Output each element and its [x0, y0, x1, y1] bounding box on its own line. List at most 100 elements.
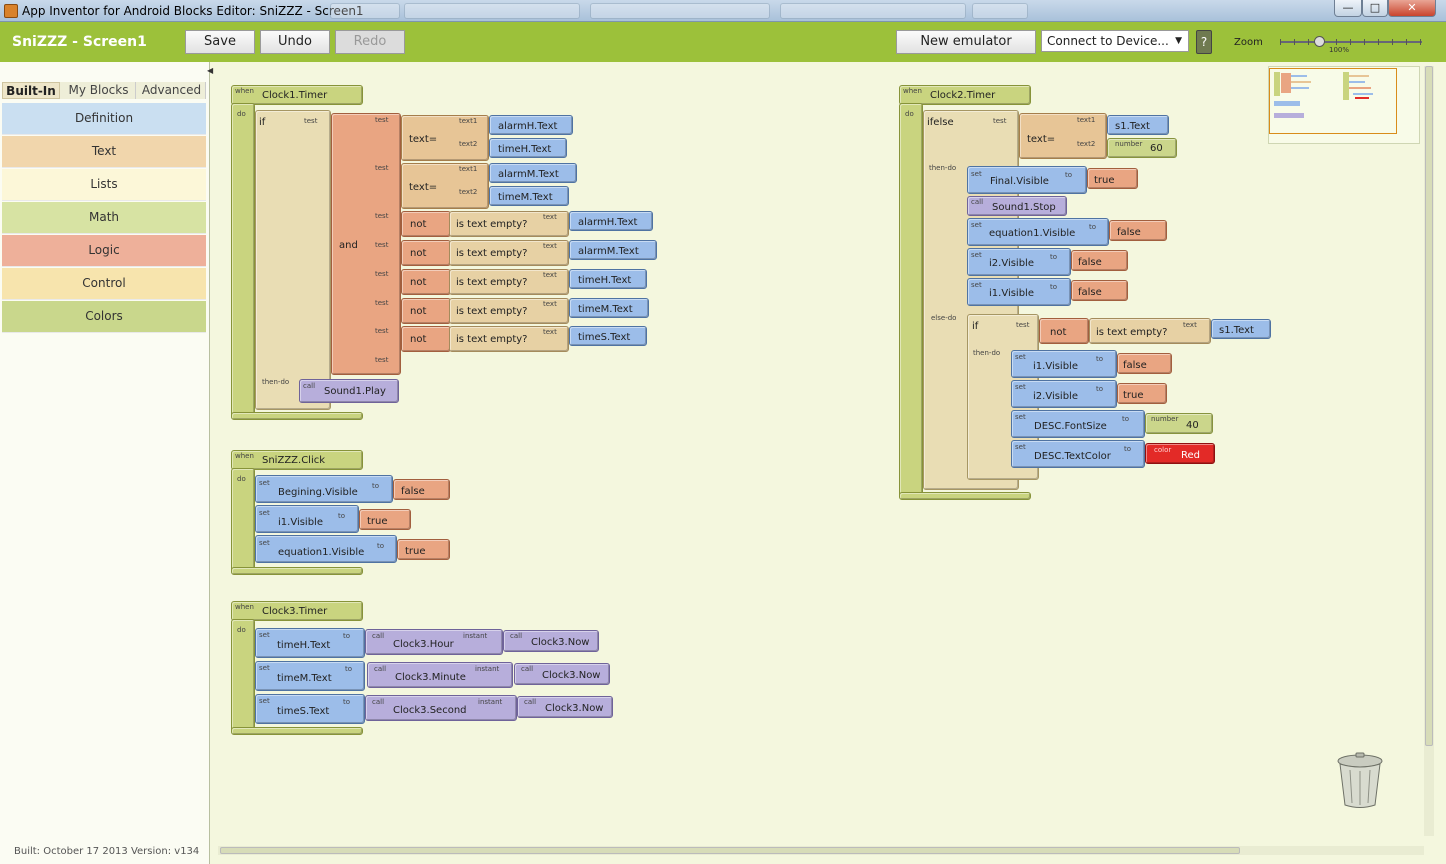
false-block[interactable] [1109, 220, 1167, 241]
text2-label: text2 [459, 188, 478, 196]
false-block[interactable] [1071, 280, 1128, 301]
true-block[interactable] [1117, 383, 1167, 404]
drawer-text[interactable]: Text [2, 136, 206, 168]
false-block[interactable] [1117, 353, 1172, 374]
text-compare-block[interactable] [401, 163, 489, 209]
text-compare-block[interactable] [401, 115, 489, 161]
help-button[interactable]: ? [1196, 30, 1212, 54]
clock3-now-call-block[interactable] [517, 696, 613, 718]
is-text-empty-block[interactable] [449, 298, 569, 324]
set-i1-visible-block[interactable] [255, 505, 359, 533]
to-label: to [343, 698, 351, 706]
timeM-text-getter[interactable] [489, 186, 569, 206]
save-button[interactable]: Save [185, 30, 255, 54]
timeH-text-getter[interactable] [489, 138, 567, 158]
clock2-timer-event-block[interactable] [899, 85, 1031, 105]
redo-button[interactable]: Redo [335, 30, 405, 54]
maximize-button[interactable]: □ [1362, 0, 1388, 17]
workspace-minimap[interactable] [1268, 66, 1420, 144]
sound1-stop-call-block[interactable] [967, 196, 1067, 216]
set-timeS-text-block[interactable] [255, 694, 365, 724]
alarmM-text-getter[interactable] [569, 240, 657, 260]
drawer-definition[interactable]: Definition [2, 103, 206, 135]
alarmM-text-getter[interactable] [489, 163, 577, 183]
true-block[interactable] [397, 539, 450, 560]
text-socket-label: text [1183, 321, 1197, 329]
set-desc-textcolor-block[interactable] [1011, 440, 1145, 468]
set-desc-fontsize-block[interactable] [1011, 410, 1145, 438]
timeH-text-getter[interactable] [569, 269, 647, 289]
color-red-block[interactable] [1145, 443, 1215, 464]
text-compare-label: text= [409, 134, 438, 145]
set-timeH-text-block[interactable] [255, 628, 365, 658]
set-timeM-text-block[interactable] [255, 661, 365, 691]
true-block[interactable] [359, 509, 411, 530]
drawer-logic[interactable]: Logic [2, 235, 206, 267]
clock1-timer-event-block[interactable] [231, 85, 363, 105]
tab-built-in[interactable]: Built-In [2, 82, 60, 99]
clock3-hour-call-block[interactable] [365, 629, 503, 655]
set-i2-visible-block[interactable] [1011, 380, 1117, 408]
set-i1-visible-block[interactable] [967, 278, 1071, 306]
vertical-scrollbar[interactable] [1424, 66, 1434, 836]
number-40-block[interactable] [1145, 413, 1213, 434]
is-text-empty-block[interactable] [449, 326, 569, 352]
tab-advanced[interactable]: Advanced [138, 82, 206, 99]
not-block[interactable] [401, 326, 451, 352]
alarmH-text-getter[interactable] [569, 211, 653, 231]
is-text-empty-block[interactable] [449, 269, 569, 295]
clock3-timer-event-block[interactable] [231, 601, 363, 621]
drawer-lists[interactable]: Lists [2, 169, 206, 201]
false-block[interactable] [393, 479, 450, 500]
set-equation1-visible-block[interactable] [967, 218, 1109, 246]
undo-button[interactable]: Undo [260, 30, 330, 54]
drawer-control[interactable]: Control [2, 268, 206, 300]
tab-my-blocks[interactable]: My Blocks [62, 82, 136, 99]
not-block[interactable] [401, 269, 451, 295]
not-block[interactable] [401, 298, 451, 324]
drawer-math[interactable]: Math [2, 202, 206, 234]
clock3-now-call-block[interactable] [514, 663, 610, 685]
is-text-empty-block[interactable] [1089, 318, 1211, 344]
vertical-scrollbar-thumb[interactable] [1425, 66, 1433, 746]
horizontal-scrollbar-thumb[interactable] [220, 847, 1240, 854]
sound1-play-call-block[interactable] [299, 379, 399, 403]
false-block[interactable] [1071, 250, 1128, 271]
is-text-empty-block[interactable] [449, 240, 569, 266]
text-compare-block[interactable] [1019, 113, 1107, 159]
drawer-colors[interactable]: Colors [2, 301, 206, 333]
set-i1-visible-block[interactable] [1011, 350, 1117, 378]
minimap-viewport[interactable] [1269, 68, 1397, 134]
do-label: do [237, 110, 246, 118]
trash-can-icon[interactable] [1336, 752, 1384, 810]
connect-to-device-dropdown[interactable]: Connect to Device...▼ [1041, 30, 1189, 52]
sidebar-collapse-arrow-icon[interactable]: ◀ [207, 66, 214, 75]
zoom-slider[interactable] [1280, 36, 1422, 47]
not-block[interactable] [401, 240, 451, 266]
call-label: call [372, 632, 385, 640]
zoom-slider-knob[interactable] [1314, 36, 1325, 47]
alarmH-text-getter[interactable] [489, 115, 573, 135]
and-block[interactable] [331, 113, 401, 375]
if-block[interactable] [255, 110, 331, 410]
true-block[interactable] [1087, 168, 1138, 189]
clock3-now-call-block[interactable] [503, 630, 599, 652]
clock3-minute-call-block[interactable] [367, 662, 513, 688]
clock3-second-call-block[interactable] [365, 695, 517, 721]
is-text-empty-block[interactable] [449, 211, 569, 237]
timeM-text-getter[interactable] [569, 298, 649, 318]
new-emulator-button[interactable]: New emulator [896, 30, 1036, 54]
s1-text-getter[interactable] [1211, 319, 1271, 339]
set-final-visible-block[interactable] [967, 166, 1087, 194]
close-button[interactable]: ✕ [1388, 0, 1436, 17]
timeS-text-getter[interactable] [569, 326, 647, 346]
minimize-button[interactable]: — [1334, 0, 1362, 17]
set-i2-visible-block[interactable] [967, 248, 1071, 276]
set-begining-visible-block[interactable] [255, 475, 393, 503]
set-equation1-visible-block[interactable] [255, 535, 397, 563]
snizzz-click-event-block[interactable] [231, 450, 363, 470]
s1-text-getter[interactable] [1107, 115, 1169, 135]
not-block[interactable] [1039, 318, 1089, 344]
horizontal-scrollbar[interactable] [218, 846, 1424, 855]
number-60-block[interactable] [1107, 138, 1177, 158]
